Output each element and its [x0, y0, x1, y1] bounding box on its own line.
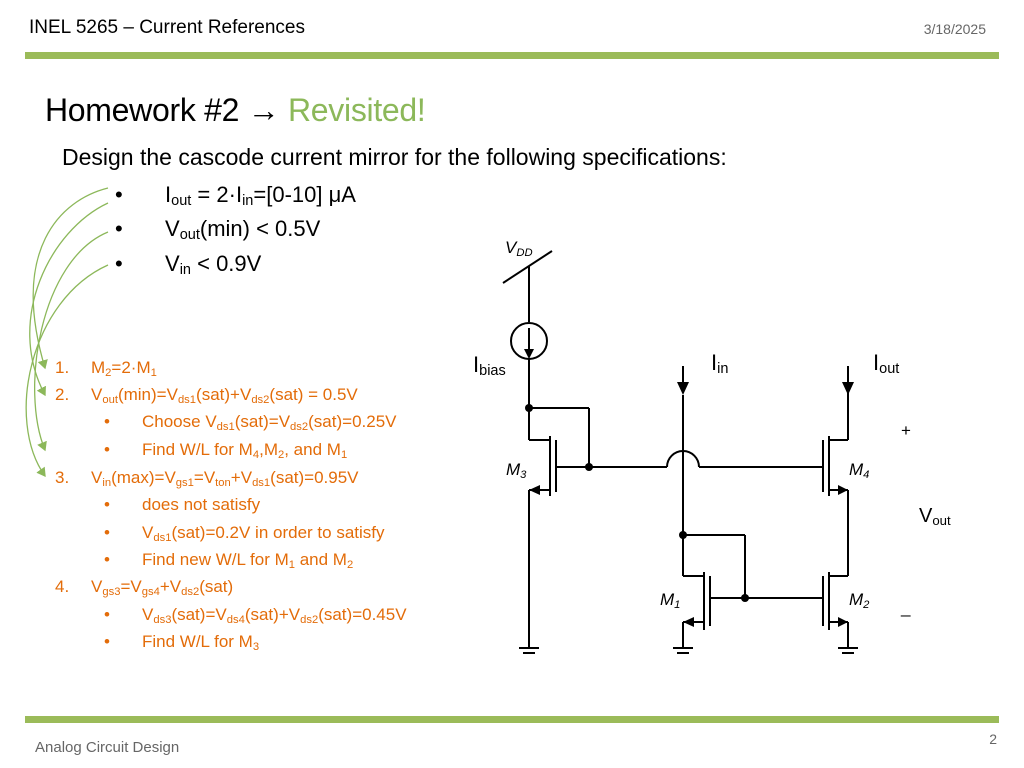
label-m4: M4 [849, 460, 870, 481]
label-ibias: Ibias [473, 352, 506, 379]
vdd-rail [502, 250, 553, 284]
footer-course: Analog Circuit Design [35, 739, 180, 756]
label-minus: _ [901, 598, 911, 617]
label-vdd: VDD [505, 238, 533, 259]
node-m1-drain [679, 531, 687, 539]
spec-bullet: • [115, 216, 123, 241]
page-number: 2 [989, 731, 997, 747]
spec-iout: •Iout = 2·Iin=[0-10] μA [115, 182, 356, 209]
arrow-iout-to-step1 [32, 187, 109, 370]
label-iout: Iout [873, 350, 900, 377]
label-m1: M1 [660, 590, 681, 611]
header-rule [25, 52, 999, 59]
arrow-vout-to-step2 [29, 202, 109, 397]
slide-title-accent: Revisited! [288, 92, 426, 128]
slide-title: Homework #2 → Revisited! [45, 92, 426, 129]
header-title: INEL 5265 – Current References [29, 17, 306, 38]
slide-title-main: Homework #2 [45, 92, 240, 128]
spec-bullet: • [115, 251, 123, 276]
label-plus: + [901, 421, 911, 440]
node-m1-gate [741, 594, 749, 602]
node-m3-drain [525, 404, 533, 412]
arrow-vout-to-step2b [34, 231, 109, 452]
header-date: 3/18/2025 [923, 21, 986, 37]
label-iin: Iin [711, 350, 729, 377]
title-arrow: → [247, 92, 280, 128]
footer-rule [25, 716, 999, 723]
arrow-vin-to-step3 [25, 264, 109, 478]
spec-vout: •Vout(min) < 0.5V [115, 216, 321, 243]
node-m3-gate [585, 463, 593, 471]
spec-bullet: • [115, 182, 123, 207]
label-m3: M3 [506, 460, 527, 481]
spec-vin: •Vin < 0.9V [115, 251, 262, 278]
label-vout: Vout [919, 505, 951, 528]
slide-intro: Design the cascode current mirror for th… [62, 144, 727, 170]
label-m2: M2 [849, 590, 870, 611]
